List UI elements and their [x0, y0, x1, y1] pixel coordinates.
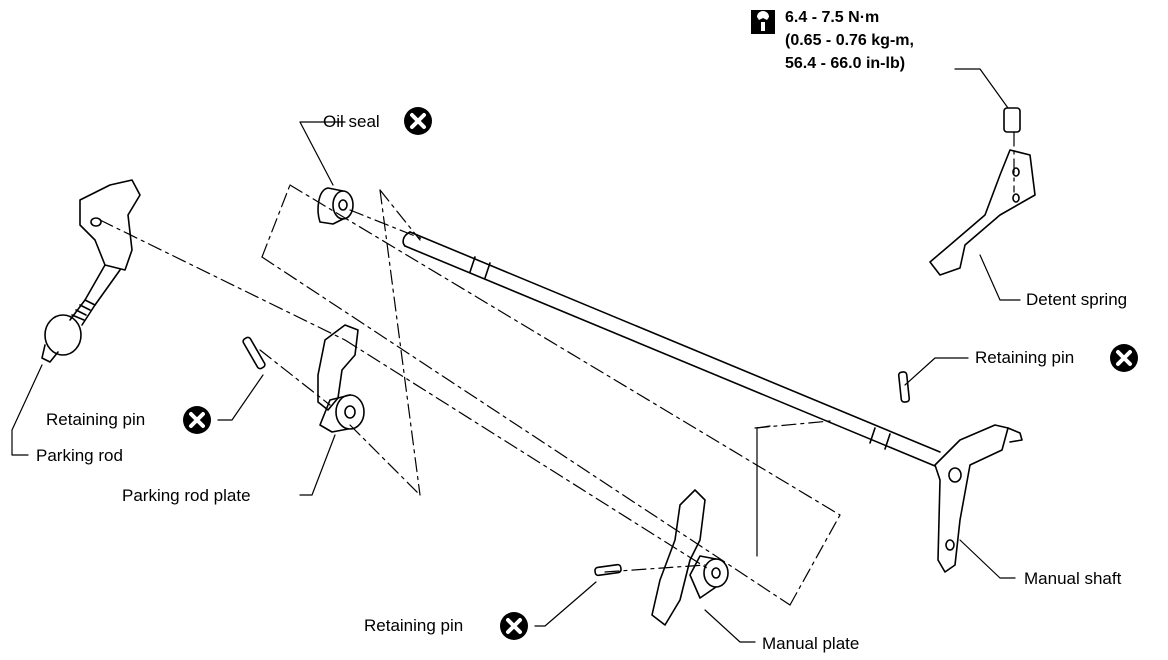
parking-rod-drawing [41, 179, 141, 363]
label-manual-shaft: Manual shaft [1024, 569, 1122, 588]
label-oil-seal: Oil seal [323, 112, 380, 131]
parking-rod-plate-drawing [317, 324, 365, 433]
label-retaining-pin-left: Retaining pin [46, 410, 146, 429]
label-retaining-pin-right: Retaining pin [975, 348, 1075, 367]
torque-line-1: 6.4 - 7.5 N·m [785, 9, 880, 26]
x-circle-icon [500, 612, 528, 640]
label-retaining-pin-bottom: Retaining pin [364, 616, 464, 635]
label-detent-spring: Detent spring [1026, 290, 1128, 309]
detent-bolt [1003, 107, 1021, 133]
torque-spec: 6.4 - 7.5 N·m (0.65 - 0.76 kg-m, 56.4 - … [785, 6, 914, 75]
leader-lines [11, 68, 1021, 643]
manual-shaft-hole [948, 467, 962, 483]
oil-seal-drawing [317, 187, 354, 225]
manual-plate-drawing [651, 489, 729, 626]
torque-line-2: (0.65 - 0.76 kg-m, [785, 32, 914, 49]
wrench-icon [751, 10, 775, 34]
x-circle-icon [404, 107, 432, 135]
detent-spring-drawing [929, 149, 1036, 276]
x-circle-icon [183, 406, 211, 434]
retaining-pin-right-drawing [897, 371, 911, 403]
label-manual-plate: Manual plate [762, 634, 860, 653]
assembly-guide-lines [99, 131, 1015, 606]
torque-line-3: 56.4 - 66.0 in-lb) [785, 55, 906, 72]
retaining-pin-left-drawing [242, 336, 266, 370]
manual-shaft-arm [934, 424, 1009, 573]
manual-shaft-drawing [402, 231, 941, 467]
x-circle-icon [1110, 344, 1138, 372]
label-parking-rod: Parking rod [36, 446, 123, 465]
label-parking-rod-plate: Parking rod plate [122, 486, 251, 505]
retaining-pin-bottom-drawing [594, 563, 622, 577]
